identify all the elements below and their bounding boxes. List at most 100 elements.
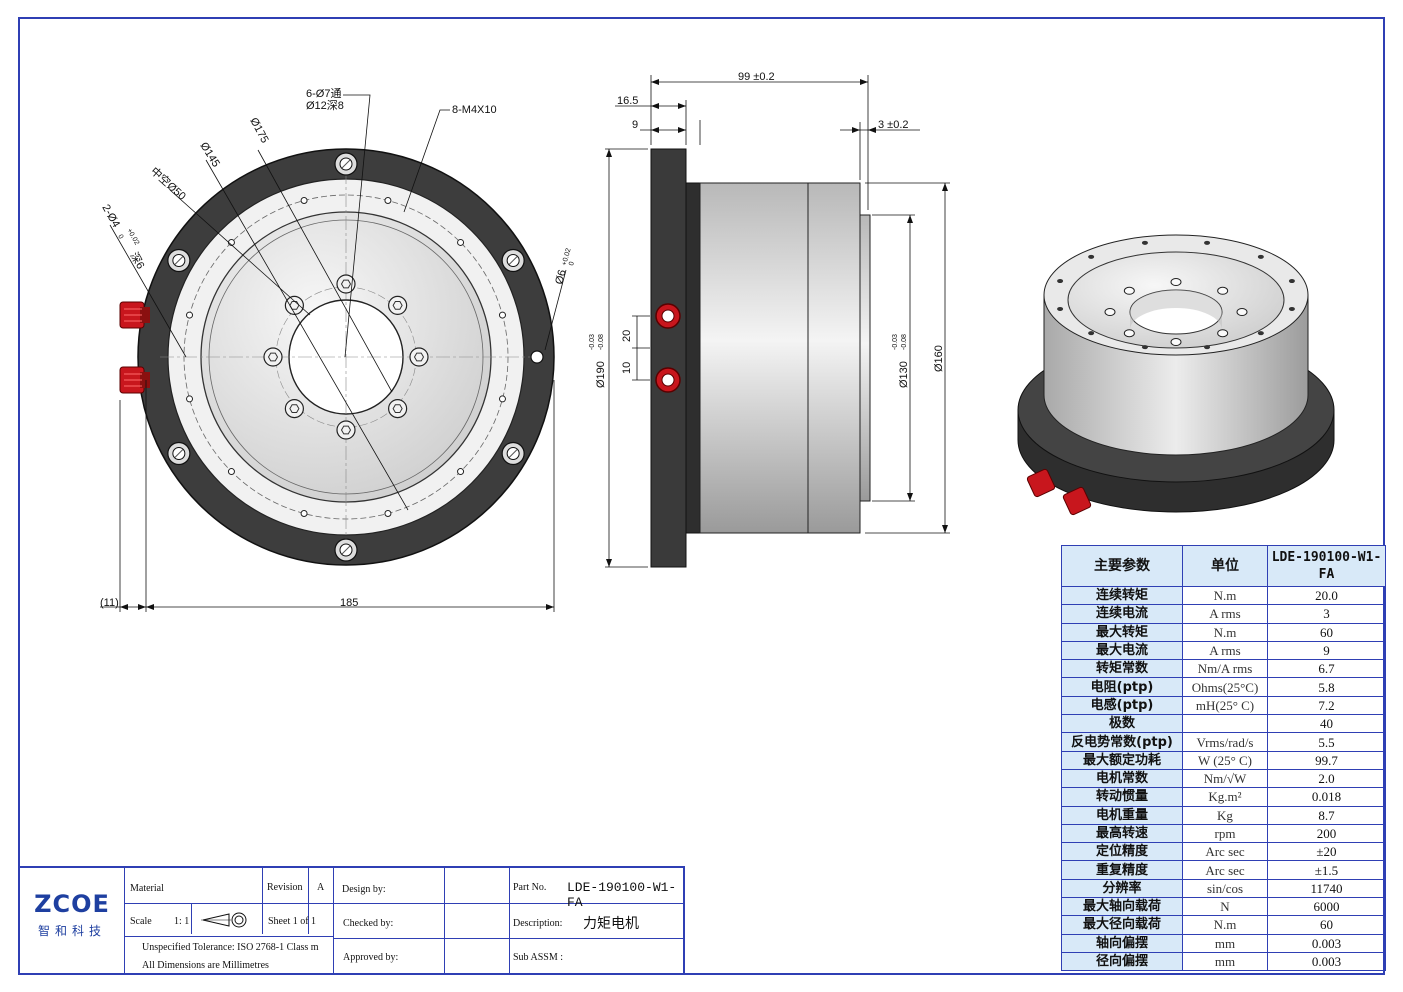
dimensions-text: All Dimensions are Millimetres [142, 960, 269, 971]
face-hole [186, 311, 194, 319]
len3-label: 3 ±0.2 [878, 119, 909, 131]
iso-screw [1170, 338, 1182, 346]
spec-param: 电阻(ptp) [1061, 677, 1183, 697]
spec-param: 最大径向载荷 [1061, 915, 1183, 935]
spec-param: 最大轴向载荷 [1061, 897, 1183, 917]
face-hole [300, 197, 308, 205]
side-body [699, 182, 809, 534]
spec-unit: Ohms(25°C) [1182, 677, 1268, 697]
spec-param: 转矩常数 [1061, 659, 1183, 679]
spec-param: 连续转矩 [1061, 585, 1183, 606]
spec-unit: A rms [1182, 604, 1268, 624]
d50-label: 中空Ø50 [148, 164, 189, 203]
spec-param: 电感(ptp) [1061, 695, 1183, 716]
rotor-screw [284, 295, 304, 315]
face-hole [186, 395, 194, 403]
spec-value: 2.0 [1267, 768, 1386, 789]
face-hole [498, 395, 506, 403]
spec-row: 电感(ptp)mH(25° C)7.2 [1061, 695, 1386, 716]
pin-tol-lo: 0 [116, 234, 124, 241]
spec-unit: N [1182, 897, 1268, 917]
side-view: 99 ±0.2 16.5 9 3 ±0.2 Ø190 -0.03 -0.08 2… [589, 71, 950, 568]
spec-value: 7.2 [1267, 695, 1386, 716]
spec-unit: W (25° C) [1182, 750, 1268, 770]
iso-screw [1236, 308, 1248, 316]
spec-unit: mm [1182, 951, 1268, 972]
iso-connectors [1026, 468, 1092, 516]
spec-value: 6000 [1267, 897, 1386, 917]
spec-param: 最高转速 [1061, 823, 1183, 844]
d6-label: Ø6 [553, 268, 568, 285]
spec-param: 转动惯量 [1061, 787, 1183, 807]
side-connector-upper [655, 303, 681, 329]
scale-label: Scale [130, 916, 152, 927]
spec-param: 连续电流 [1061, 604, 1183, 624]
spec-param: 径向偏摆 [1061, 951, 1183, 972]
rotor-screw [388, 399, 408, 419]
d145-label: Ø145 [197, 140, 221, 169]
d190-tol-up: -0.03 [589, 334, 596, 350]
pin-label: 2-Ø4 [99, 203, 122, 230]
iso-screw [1170, 278, 1182, 286]
sheet-text: Sheet 1 of 1 [268, 916, 317, 927]
description-label: Description: [513, 918, 563, 929]
spec-unit: A rms [1182, 640, 1268, 661]
sub-assm-label: Sub ASSM : [513, 952, 564, 963]
spec-header-param: 主要参数 [1061, 545, 1183, 587]
w185-label: 185 [340, 597, 358, 609]
spec-unit: Kg [1182, 805, 1268, 825]
spec-value: 0.003 [1267, 951, 1386, 972]
rotor-screw [409, 347, 429, 367]
iso-screw [1217, 286, 1229, 295]
spec-unit: Vrms/rad/s [1182, 732, 1268, 752]
iso-screw [1123, 286, 1135, 295]
spec-param: 反电势常数(ptp) [1061, 732, 1183, 752]
rotor-screw [263, 347, 283, 367]
d190-tol-lo: -0.08 [598, 334, 605, 350]
iso-screw [1217, 329, 1229, 338]
spec-unit: Arc sec [1182, 860, 1268, 880]
revision-label: Revision [267, 882, 303, 893]
design-by-label: Design by: [342, 884, 386, 895]
w11-label: (11) [100, 597, 119, 609]
spec-param: 电机重量 [1061, 805, 1183, 825]
pin-tol-up: +0.02 [125, 228, 140, 247]
checked-by-label: Checked by: [343, 918, 394, 929]
connector-lower [119, 366, 150, 394]
tolerance-text: Unspecified Tolerance: ISO 2768-1 Class … [142, 942, 319, 953]
s20-label: 20 [621, 330, 633, 342]
rotor-screw [284, 399, 304, 419]
d190-label: Ø190 [595, 361, 607, 388]
side-rotor [807, 182, 861, 534]
d130-tol-lo: -0.08 [901, 334, 908, 350]
len16-label: 16.5 [617, 95, 638, 107]
spec-unit: Arc sec [1182, 842, 1268, 862]
revision-value: A [317, 882, 325, 893]
spec-unit: mm [1182, 933, 1268, 953]
spec-value: 0.003 [1267, 933, 1386, 953]
logo-text: ZCOE [34, 890, 110, 918]
rotor-screw [336, 274, 356, 294]
approved-by-label: Approved by: [343, 952, 399, 963]
spec-value: 200 [1267, 823, 1386, 844]
rotor-screws [263, 274, 429, 440]
connector-upper [119, 301, 150, 329]
spec-value: 60 [1267, 622, 1386, 642]
pin-depth-label: 深6 [127, 250, 147, 271]
len9-label: 9 [632, 119, 638, 131]
d130-label: Ø130 [898, 361, 910, 388]
